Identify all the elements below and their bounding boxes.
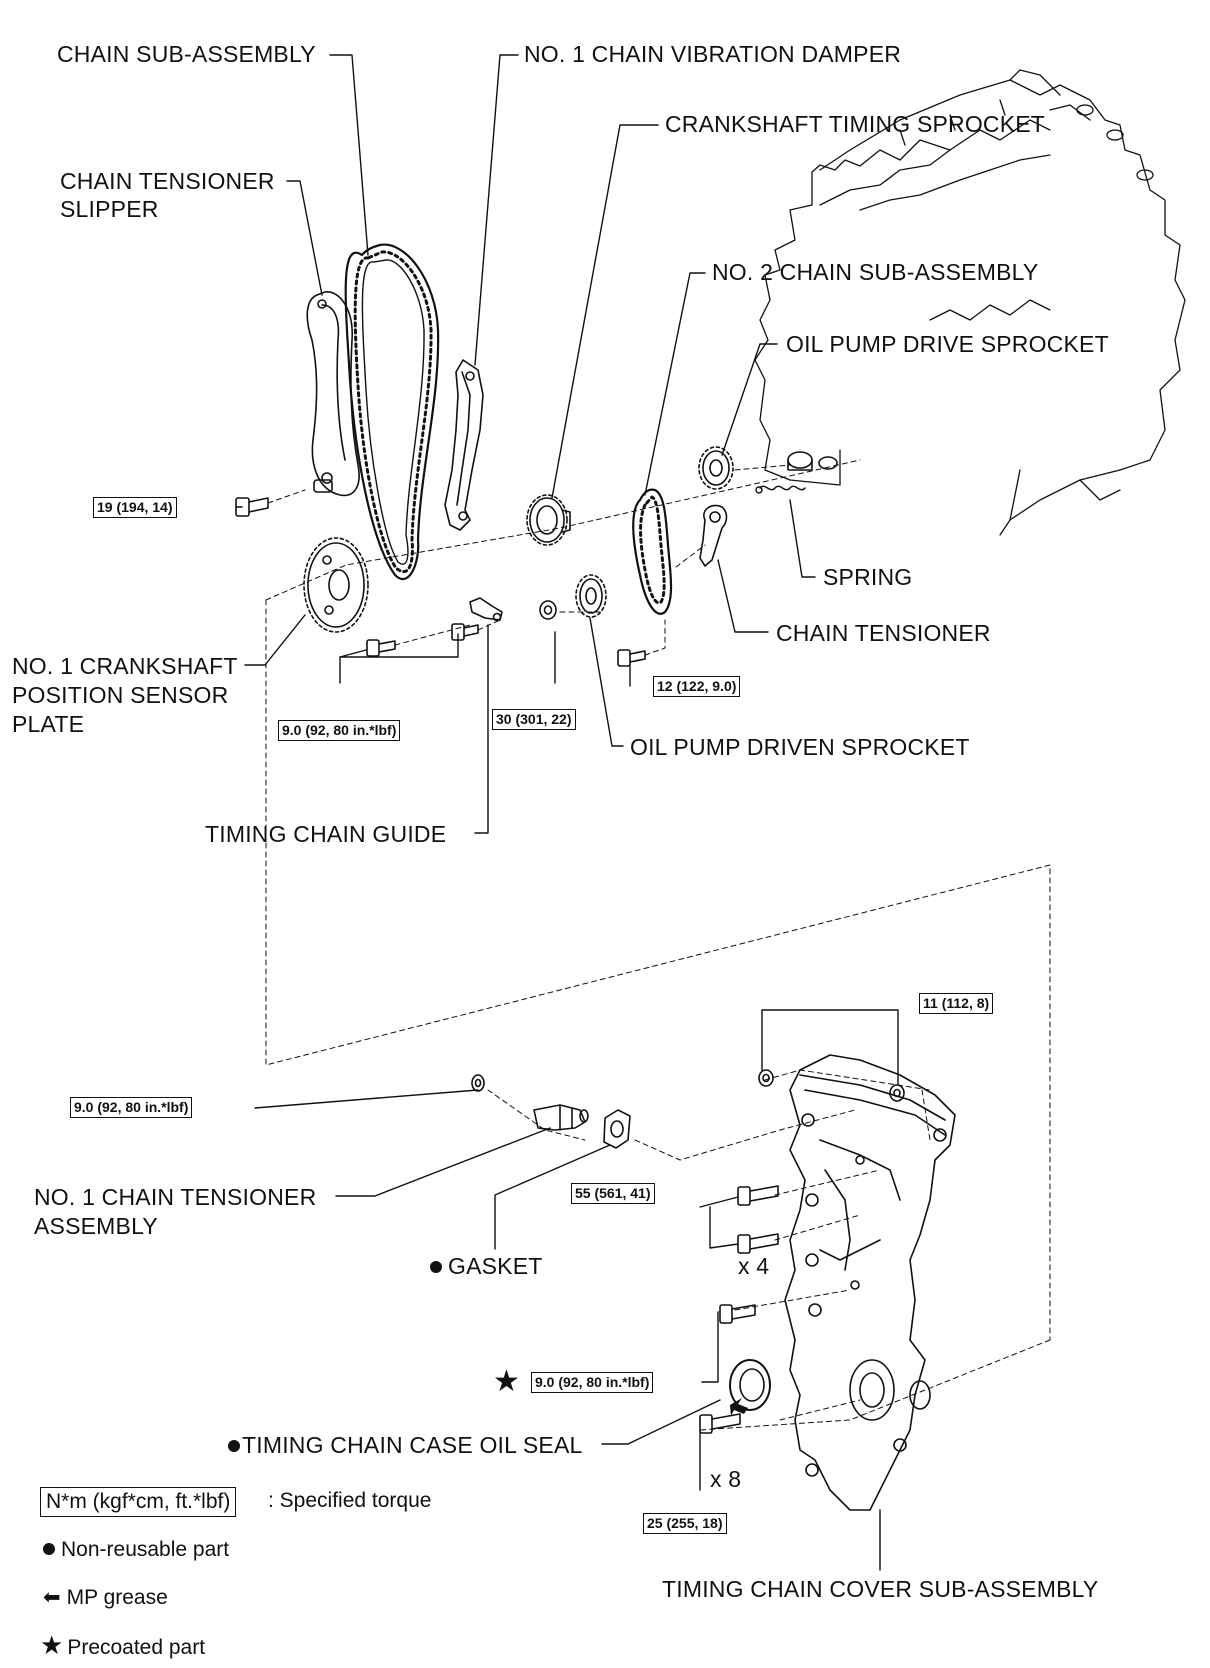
label-timing-chain-guide: TIMING CHAIN GUIDE <box>205 821 447 847</box>
label-gasket: GASKET <box>430 1252 543 1280</box>
oil-pump-drive-sprocket <box>698 446 734 490</box>
legend-mp-grease: ⬅MP grease <box>43 1585 168 1611</box>
crankshaft-position-sensor-plate <box>303 537 369 633</box>
no1-tensioner-nut <box>471 1074 485 1092</box>
sensor-plate-bolt-left <box>366 639 396 657</box>
cover-bolt-55-lower <box>737 1233 779 1254</box>
legend-precoated-text: Precoated part <box>67 1636 206 1659</box>
torque-tensioner-bolt: 12 (122, 9.0) <box>653 676 741 697</box>
mp-grease-arrow <box>730 1398 748 1416</box>
torque-cover-bolts-25: 25 (255, 18) <box>643 1513 727 1534</box>
legend-non-reusable: Non-reusable part <box>43 1537 229 1563</box>
label-chain-sub-assembly: CHAIN SUB-ASSEMBLY <box>57 41 316 67</box>
label-oil-pump-drive-sprocket: OIL PUMP DRIVE SPROCKET <box>786 331 1109 357</box>
cover-nut-right <box>889 1084 905 1102</box>
label-sensor-plate-2: POSITION SENSOR <box>12 682 229 708</box>
torque-no1-tensioner-nut: 9.0 (92, 80 in.*lbf) <box>70 1097 193 1118</box>
cover-bolt-55-upper <box>737 1185 779 1206</box>
oil-pump-driven-sprocket <box>575 574 607 618</box>
oil-pump-chain-loop <box>632 488 673 615</box>
legend-mp-grease-text: MP grease <box>66 1586 168 1609</box>
legend-non-reusable-text: Non-reusable part <box>61 1538 230 1561</box>
no1-chain-tensioner-assembly <box>533 1104 589 1131</box>
timing-chain-links <box>353 250 433 573</box>
driven-sprocket-nut <box>539 600 557 620</box>
oil-pump-chain-tensioner <box>699 504 728 567</box>
torque-cover-bolt-precoated: 9.0 (92, 80 in.*lbf) <box>531 1372 654 1393</box>
alignment-lines-top <box>265 459 861 656</box>
timing-chain-loop <box>344 243 440 581</box>
tensioner-spring <box>755 485 806 494</box>
label-chain-tensioner: CHAIN TENSIONER <box>776 620 991 646</box>
label-crankshaft-timing-sprocket: CRANKSHAFT TIMING SPROCKET <box>665 111 1046 137</box>
engine-block-outline <box>754 69 1186 536</box>
precoated-star-icon: ★ <box>493 1365 521 1398</box>
timing-chain-guide <box>469 597 503 622</box>
legend-torque-text: : Specified torque <box>268 1489 432 1512</box>
cover-bolt-25 <box>699 1413 741 1434</box>
torque-sensor-plate-bolts: 9.0 (92, 80 in.*lbf) <box>278 720 401 741</box>
tensioner-bolt <box>617 649 646 667</box>
label-spring: SPRING <box>823 564 913 590</box>
oil-seal-text: TIMING CHAIN CASE OIL SEAL <box>242 1432 583 1458</box>
timing-chain-cover <box>784 1054 956 1511</box>
torque-cover-bolts-55: 55 (561, 41) <box>571 1183 655 1204</box>
label-timing-chain-case-oil-seal: TIMING CHAIN CASE OIL SEAL <box>228 1431 582 1459</box>
torque-driven-sprocket-nut: 30 (301, 22) <box>492 709 576 730</box>
non-reusable-dot-icon <box>43 1543 55 1556</box>
gasket <box>603 1109 631 1149</box>
label-sensor-plate-3: PLATE <box>12 711 85 737</box>
gasket-text: GASKET <box>448 1253 543 1279</box>
label-no1-chain-tensioner-assembly-1: NO. 1 CHAIN TENSIONER <box>34 1184 317 1210</box>
label-no1-chain-vibration-damper: NO. 1 CHAIN VIBRATION DAMPER <box>524 41 902 67</box>
label-chain-tensioner-slipper-2: SLIPPER <box>60 196 159 222</box>
label-timing-chain-cover-sub-assembly: TIMING CHAIN COVER SUB-ASSEMBLY <box>662 1576 1099 1602</box>
chain-vibration-damper <box>444 359 484 531</box>
legend-torque-box: N*m (kgf*cm, ft.*lbf) <box>40 1487 237 1517</box>
label-no1-chain-tensioner-assembly-2: ASSEMBLY <box>34 1213 158 1239</box>
torque-slipper-bolt: 19 (194, 14) <box>93 497 177 518</box>
timing-chain-case-oil-seal <box>729 1359 771 1411</box>
precoated-star-icon: ★ <box>40 1630 64 1660</box>
mp-grease-arrow-icon: ⬅ <box>43 1586 61 1609</box>
torque-cover-nuts: 11 (112, 8) <box>919 993 994 1014</box>
sensor-plate-bolt-right <box>451 623 479 641</box>
oil-pump-shaft <box>787 451 838 471</box>
leader-lines <box>235 54 899 1571</box>
label-oil-pump-driven-sprocket: OIL PUMP DRIVEN SPROCKET <box>630 734 970 760</box>
label-chain-tensioner-slipper-1: CHAIN TENSIONER <box>60 168 275 194</box>
cover-nut-left <box>758 1069 774 1087</box>
legend-precoated: ★Precoated part <box>40 1632 205 1661</box>
chain-tensioner-slipper <box>306 291 360 497</box>
label-qty-x4: x 4 <box>738 1253 770 1279</box>
label-sensor-plate-1: NO. 1 CRANKSHAFT <box>12 653 238 679</box>
torque-cover-bolt-precoated-text: 9.0 (92, 80 in.*lbf) <box>535 1374 650 1390</box>
label-qty-x8: x 8 <box>710 1466 742 1492</box>
crankshaft-timing-sprocket <box>526 494 571 546</box>
non-reusable-dot-icon <box>228 1439 240 1452</box>
non-reusable-dot-icon <box>430 1260 442 1273</box>
label-no2-chain-sub-assembly: NO. 2 CHAIN SUB-ASSEMBLY <box>712 259 1039 285</box>
cover-bolt-precoated <box>719 1304 756 1324</box>
